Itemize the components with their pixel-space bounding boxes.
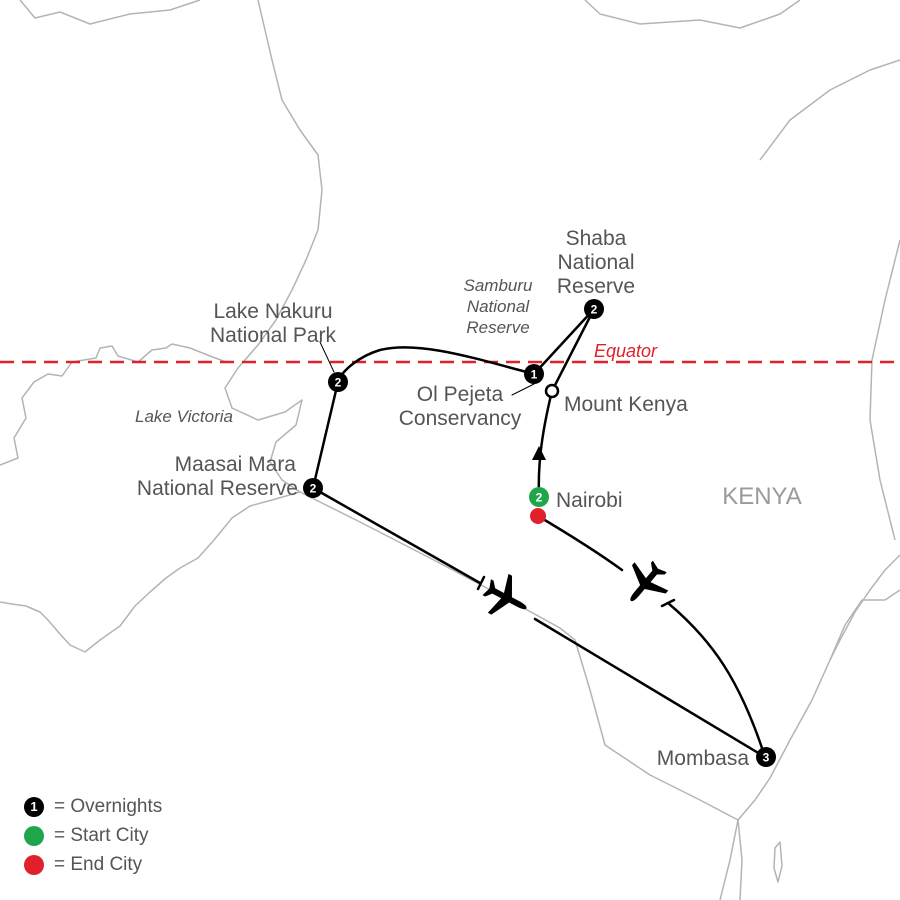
top-mid-border xyxy=(584,0,801,29)
label-maasai-mara-line2: National Reserve xyxy=(137,477,298,500)
svg-text:3: 3 xyxy=(763,751,770,765)
label-shaba-line2: National xyxy=(557,251,634,274)
uganda-kenya-border xyxy=(224,0,323,493)
map-legend: 1 = Overnights = Start City = End City xyxy=(24,792,244,879)
airplane-icon xyxy=(482,573,527,615)
marker-shaba[interactable]: 2 xyxy=(584,299,604,319)
route-mount-kenya-shaba xyxy=(550,307,596,393)
label-samburu-line3: Reserve xyxy=(466,318,529,337)
label-mombasa: Mombasa xyxy=(657,747,750,770)
label-samburu-line1: Samburu xyxy=(464,276,534,295)
airplane-icon xyxy=(630,560,669,602)
flight-tick-2 xyxy=(660,598,676,608)
label-nakuru-line1: Lake Nakuru xyxy=(213,300,332,323)
label-kenya-country: KENYA xyxy=(722,483,802,510)
svg-text:2: 2 xyxy=(536,491,543,505)
top-left-border xyxy=(19,0,201,25)
label-mount-kenya: Mount Kenya xyxy=(564,393,688,416)
legend-end-city: = End City xyxy=(24,850,244,879)
marker-mombasa[interactable]: 3 xyxy=(756,747,776,767)
southern-coast xyxy=(737,819,743,900)
label-maasai-mara-line1: Maasai Mara xyxy=(175,453,297,476)
marker-nairobi-start[interactable]: 2 xyxy=(529,487,549,507)
end-city-marker-icon xyxy=(24,854,44,875)
label-nairobi: Nairobi xyxy=(556,489,623,512)
route-ol-pejeta-nakuru xyxy=(336,346,536,384)
overnight-marker-icon: 1 xyxy=(24,796,44,817)
flight-mombasa-nairobi xyxy=(536,514,767,759)
svg-text:2: 2 xyxy=(310,482,317,496)
route-shaba-ol-pejeta xyxy=(532,307,596,376)
top-right-border xyxy=(759,59,900,161)
marker-mount-kenya[interactable] xyxy=(544,383,560,399)
flight-maasai-mara-mombasa xyxy=(311,486,767,759)
lake-victoria-shore xyxy=(0,343,227,466)
direction-arrow xyxy=(532,446,546,460)
label-nakuru-line2: National Park xyxy=(210,324,337,347)
label-ol-pejeta-line1: Ol Pejeta xyxy=(417,383,504,406)
nakuru-leader xyxy=(319,341,335,373)
marker-lake-nakuru[interactable]: 2 xyxy=(328,372,348,392)
svg-text:2: 2 xyxy=(335,376,342,390)
route-nakuru-maasai-mara xyxy=(311,380,340,490)
legend-end-city-label: = End City xyxy=(54,853,143,875)
legend-start-city-label: = Start City xyxy=(54,824,149,846)
tanzania-kenya-border xyxy=(299,491,739,821)
legend-start-city: = Start City xyxy=(24,821,244,850)
equator-label: Equator xyxy=(594,341,658,361)
svg-text:1: 1 xyxy=(531,368,538,382)
marker-nairobi-end[interactable] xyxy=(530,508,546,524)
flight-tick-1 xyxy=(476,575,486,591)
label-shaba-line1: Shaba xyxy=(566,227,627,250)
route-nairobi-mount-kenya xyxy=(537,389,554,499)
legend-overnights-label: = Overnights xyxy=(54,795,163,817)
marker-ol-pejeta[interactable]: 1 xyxy=(524,364,544,384)
svg-text:2: 2 xyxy=(591,303,598,317)
marker-maasai-mara[interactable]: 2 xyxy=(303,478,323,498)
label-shaba-line3: Reserve xyxy=(557,275,635,298)
label-lake-victoria: Lake Victoria xyxy=(135,407,233,426)
kenya-coast xyxy=(737,589,900,821)
label-samburu-line2: National xyxy=(467,297,531,316)
start-city-marker-icon xyxy=(24,825,44,846)
island-pemba xyxy=(773,841,783,883)
ol-pejeta-leader xyxy=(511,383,535,396)
coast-north xyxy=(829,554,900,661)
legend-overnights: 1 = Overnights xyxy=(24,792,244,821)
southern-border xyxy=(719,819,739,900)
label-ol-pejeta-line2: Conservancy xyxy=(399,407,522,430)
kenya-somalia-border xyxy=(869,239,900,541)
lake-victoria-south-shore xyxy=(0,491,301,653)
